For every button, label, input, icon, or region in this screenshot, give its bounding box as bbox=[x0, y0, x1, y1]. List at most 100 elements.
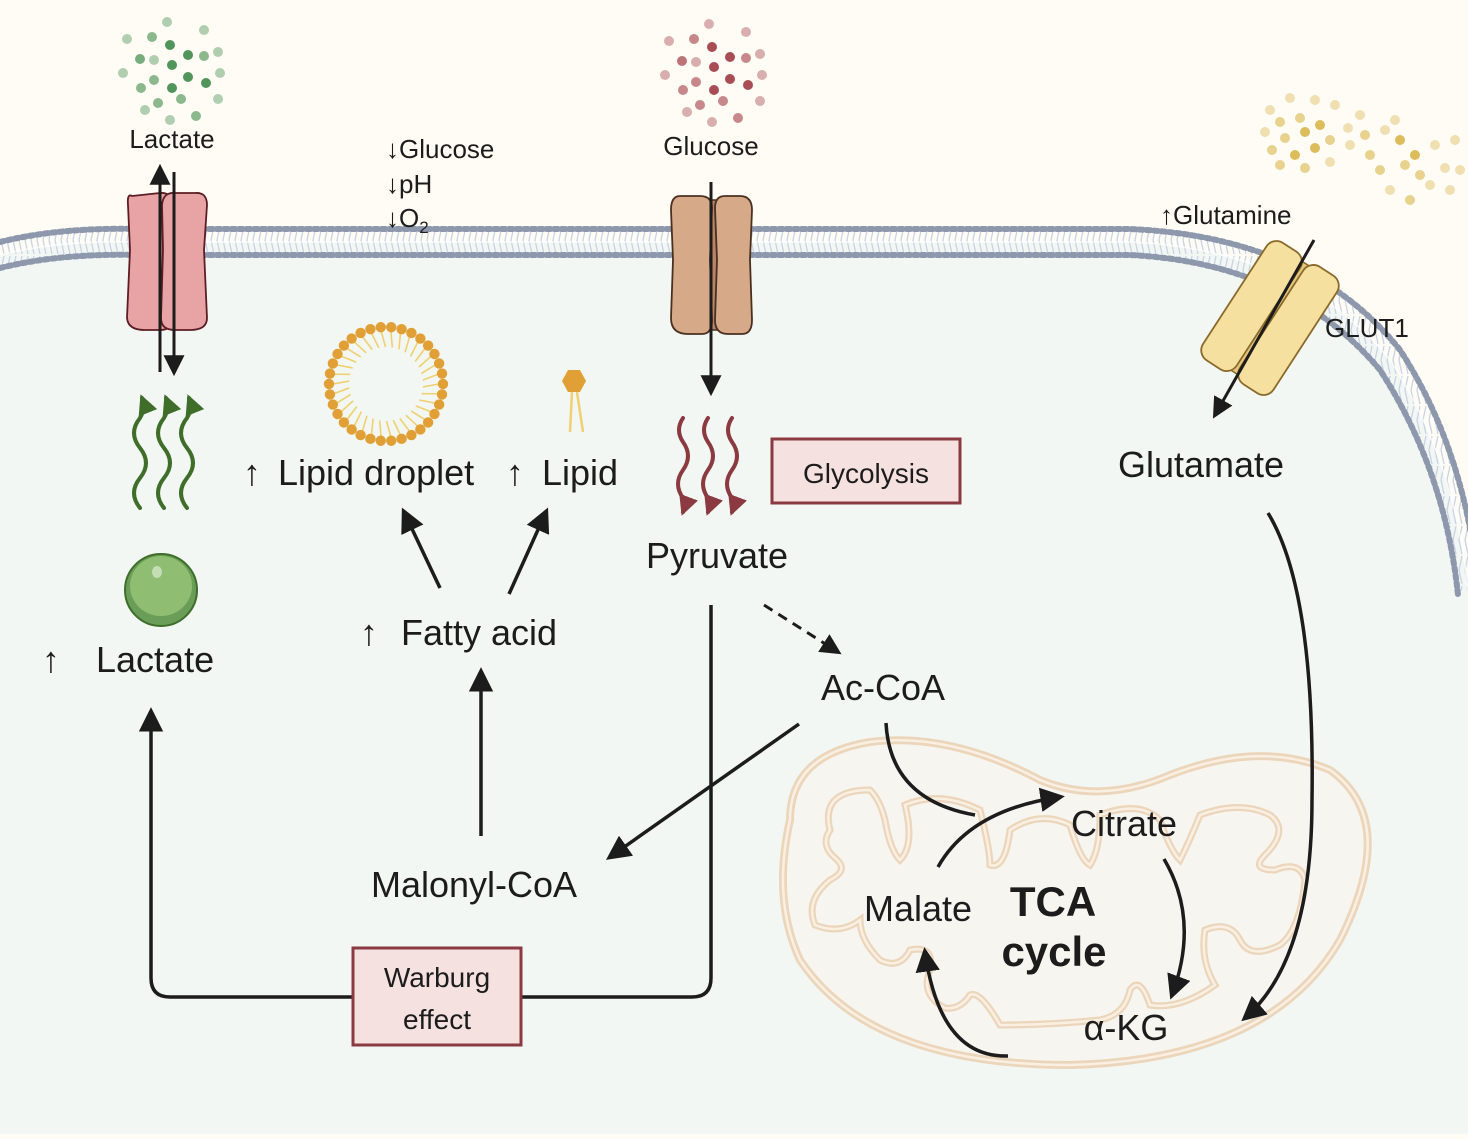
molecule-dot bbox=[176, 94, 186, 104]
molecule-dot bbox=[741, 53, 751, 63]
molecule-dot bbox=[162, 17, 172, 27]
alpha-kg-label: α-KG bbox=[1084, 1007, 1169, 1048]
tumor-microenvironment-conditions: ↓Glucose ↓pH ↓O2 bbox=[386, 134, 494, 237]
molecule-dot bbox=[1310, 143, 1320, 153]
molecule-dot bbox=[1380, 125, 1390, 135]
molecule-dot bbox=[1415, 170, 1425, 180]
molecule-dot bbox=[709, 85, 719, 95]
molecule-dot bbox=[1425, 180, 1435, 190]
molecule-dot bbox=[1440, 163, 1450, 173]
molecule-dot bbox=[165, 40, 175, 50]
molecule-dot bbox=[689, 34, 699, 44]
molecule-dot bbox=[1395, 135, 1405, 145]
extracellular-lactate-label: Lactate bbox=[129, 124, 214, 154]
molecule-dot bbox=[1430, 140, 1440, 150]
molecule-dot bbox=[695, 100, 705, 110]
molecule-dot bbox=[1265, 105, 1275, 115]
molecule-dot bbox=[1300, 163, 1310, 173]
pyruvate-label: Pyruvate bbox=[646, 535, 788, 576]
tca-title-line2: cycle bbox=[1001, 928, 1106, 975]
glycolysis-label: Glycolysis bbox=[803, 458, 929, 489]
lipid-droplet-label: Lipid droplet bbox=[278, 452, 474, 493]
condition-glucose: ↓Glucose bbox=[386, 134, 494, 164]
molecule-dot bbox=[725, 74, 735, 84]
molecule-dot bbox=[1310, 95, 1320, 105]
molecule-dot bbox=[1330, 100, 1340, 110]
malate-label: Malate bbox=[864, 888, 972, 929]
molecule-dot bbox=[691, 57, 701, 67]
glucose-molecules bbox=[660, 19, 767, 127]
fatty-acid-label: Fatty acid bbox=[401, 612, 557, 653]
lactate-transporter bbox=[127, 193, 207, 330]
molecule-dot bbox=[191, 111, 201, 121]
molecule-dot bbox=[1285, 93, 1295, 103]
molecule-dot bbox=[1375, 165, 1385, 175]
molecule-dot bbox=[1325, 157, 1335, 167]
molecule-dot bbox=[183, 72, 193, 82]
glycolysis-box: Glycolysis bbox=[772, 439, 960, 503]
molecule-dot bbox=[1315, 120, 1325, 130]
molecule-dot bbox=[118, 68, 128, 78]
molecule-dot bbox=[1445, 185, 1455, 195]
molecule-dot bbox=[1385, 185, 1395, 195]
molecule-dot bbox=[733, 113, 743, 123]
glut1-label: GLUT1 bbox=[1325, 313, 1409, 343]
molecule-dot bbox=[743, 80, 753, 90]
molecule-dot bbox=[1290, 150, 1300, 160]
molecule-dot bbox=[1325, 135, 1335, 145]
molecule-dot bbox=[1343, 123, 1353, 133]
molecule-dot bbox=[660, 70, 670, 80]
condition-oxygen: ↓O2 bbox=[386, 203, 429, 237]
molecule-dot bbox=[167, 83, 177, 93]
fatty-acid-increase-arrow: ↑ bbox=[360, 612, 378, 653]
molecule-dot bbox=[1405, 195, 1415, 205]
molecule-dot bbox=[718, 96, 728, 106]
extracellular-glucose-label: Glucose bbox=[663, 131, 758, 161]
condition-ph: ↓pH bbox=[386, 169, 432, 199]
molecule-dot bbox=[707, 42, 717, 52]
molecule-dot bbox=[1275, 117, 1285, 127]
molecule-dot bbox=[1410, 150, 1420, 160]
molecule-dot bbox=[1450, 135, 1460, 145]
molecule-dot bbox=[1365, 150, 1375, 160]
molecule-dot bbox=[199, 25, 209, 35]
molecule-dot bbox=[1267, 145, 1277, 155]
glutamine-label: ↑Glutamine bbox=[1160, 200, 1292, 230]
molecule-dot bbox=[1455, 165, 1465, 175]
molecule-dot bbox=[136, 83, 146, 93]
glutamate-label: Glutamate bbox=[1118, 444, 1284, 485]
molecule-dot bbox=[678, 85, 688, 95]
molecule-dot bbox=[1360, 130, 1370, 140]
molecule-dot bbox=[1300, 127, 1310, 137]
tca-title-line1: TCA bbox=[1010, 878, 1096, 925]
molecule-dot bbox=[122, 34, 132, 44]
molecule-dot bbox=[167, 60, 177, 70]
lipid-increase-arrow: ↑ bbox=[506, 452, 524, 493]
molecule-dot bbox=[691, 77, 701, 87]
warburg-effect-box: Warburg effect bbox=[353, 948, 521, 1045]
molecule-dot bbox=[755, 96, 765, 106]
molecule-dot bbox=[1345, 140, 1355, 150]
malonyl-coa-label: Malonyl-CoA bbox=[371, 864, 577, 905]
molecule-dot bbox=[1260, 127, 1270, 137]
molecule-dot bbox=[213, 94, 223, 104]
citrate-label: Citrate bbox=[1071, 803, 1177, 844]
molecule-dot bbox=[682, 107, 692, 117]
glutamine-molecules bbox=[1260, 93, 1465, 205]
warburg-line1: Warburg bbox=[384, 962, 490, 993]
molecule-dot bbox=[215, 68, 225, 78]
molecule-dot bbox=[147, 32, 157, 42]
molecule-dot bbox=[1295, 113, 1305, 123]
lipid-droplet-increase-arrow: ↑ bbox=[243, 452, 261, 493]
molecule-dot bbox=[677, 56, 687, 66]
molecule-dot bbox=[201, 78, 211, 88]
molecule-dot bbox=[1355, 110, 1365, 120]
lipid-label: Lipid bbox=[542, 452, 618, 493]
molecule-dot bbox=[213, 47, 223, 57]
molecule-dot bbox=[140, 105, 150, 115]
lactate-increase-arrow: ↑ bbox=[42, 639, 60, 680]
warburg-line2: effect bbox=[403, 1004, 471, 1035]
ac-coa-label: Ac-CoA bbox=[821, 667, 945, 708]
molecule-dot bbox=[755, 49, 765, 59]
